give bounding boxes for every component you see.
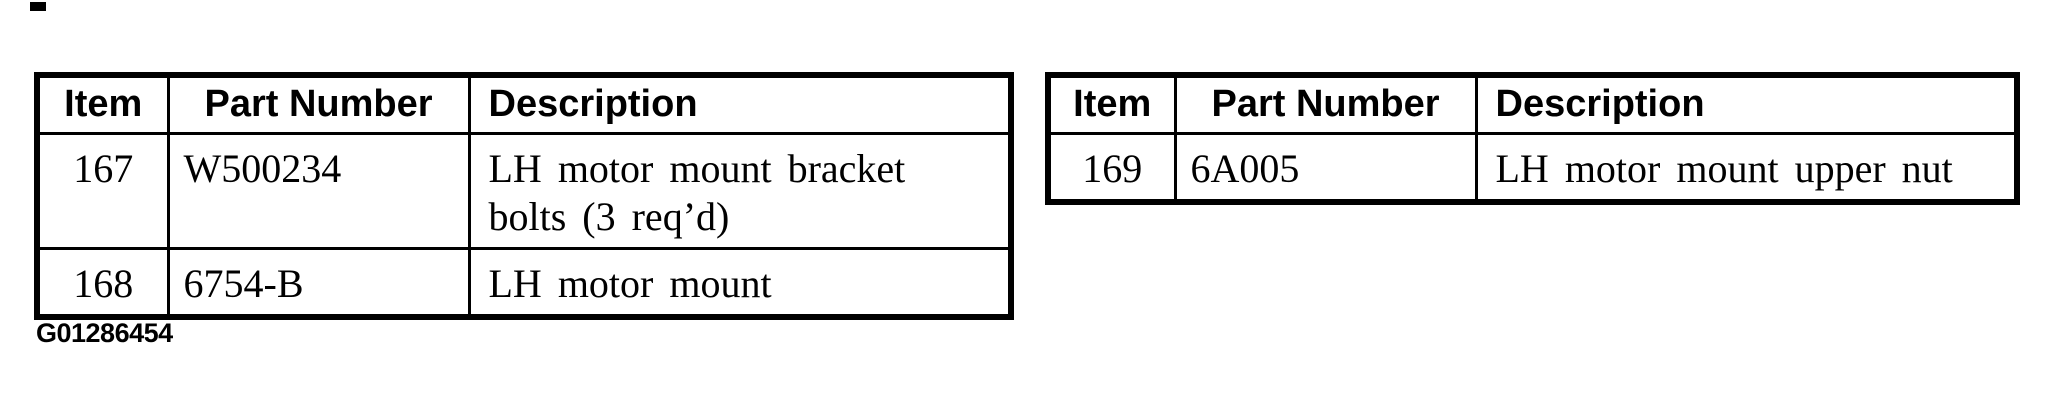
part-number-cell: 6754-B <box>166 246 471 318</box>
item-cell: 169 <box>1046 131 1177 203</box>
item-cell: 167 <box>35 131 170 250</box>
part-number-cell: 6A005 <box>1173 131 1478 203</box>
table-header-row: Item Part Number Description <box>1046 73 2019 135</box>
description-cell: LH motor mount bracket bolts (3 req’d) <box>467 131 1013 250</box>
header-part-number: Part Number <box>166 73 471 135</box>
scan-artifact-mark <box>30 2 46 11</box>
item-cell: 168 <box>35 246 170 318</box>
table-row: 169 6A005 LH motor mount upper nut <box>1046 131 2019 203</box>
table-row: 167 W500234 LH motor mount bracket bolts… <box>35 131 1013 250</box>
parts-table-right: Item Part Number Description 169 6A005 L… <box>1045 72 2020 205</box>
description-cell: LH motor mount upper nut <box>1474 131 2019 203</box>
table-row: 168 6754-B LH motor mount <box>35 246 1013 318</box>
description-cell: LH motor mount <box>467 246 1013 318</box>
header-item: Item <box>35 73 170 135</box>
parts-table-left: Item Part Number Description 167 W500234… <box>34 72 1014 320</box>
header-item: Item <box>1046 73 1177 135</box>
header-description: Description <box>1474 73 2019 135</box>
header-part-number: Part Number <box>1173 73 1478 135</box>
header-description: Description <box>467 73 1013 135</box>
part-number-cell: W500234 <box>166 131 471 250</box>
table-header-row: Item Part Number Description <box>35 73 1013 135</box>
figure-id-caption: G01286454 <box>36 318 173 348</box>
